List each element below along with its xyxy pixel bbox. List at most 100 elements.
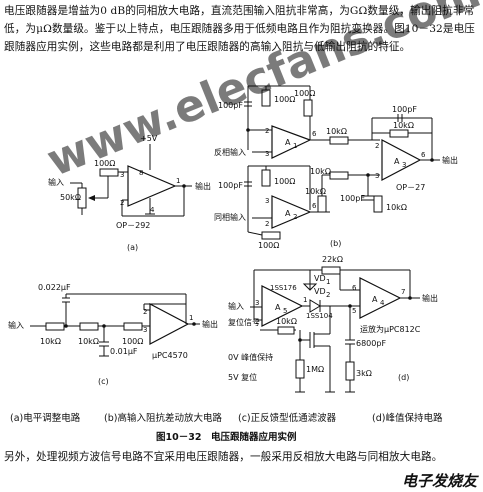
svg-text:VD: VD [314,287,326,296]
svg-text:A: A [285,138,291,147]
circuit-b-opamp-a2 [271,195,312,229]
svg-text:10kΩ: 10kΩ [305,187,326,196]
circuit-a-opamp-model: OP－292 [116,221,150,230]
circuit-a-input-label: 输入 [48,177,64,187]
circuit-a-potentiometer [77,187,87,209]
svg-text:100Ω: 100Ω [122,337,143,346]
svg-text:100pF: 100pF [218,181,243,190]
svg-text:7: 7 [401,288,405,296]
intro-paragraph: 电压跟随器是增益为0 dB的同相放大电路，直流范围输入阻抗非常高，为GΩ数量级，… [4,5,475,53]
circuit-d-hold-label: 0V 峰值保持 [228,352,273,362]
figure-caption: 图10－32 电压跟随器应用实例 [156,431,296,443]
caption-sub-b: (b)高输入阻抗差动放大电路 [104,412,222,424]
circuit-b-noninv-input-label: 同相输入 [214,212,246,222]
svg-text:1SS104: 1SS104 [306,312,333,320]
circuit-d-res-gnd [295,359,305,379]
svg-text:0.01μF: 0.01μF [110,347,138,356]
circuit-d-res-out [345,361,355,381]
svg-text:4: 4 [380,299,385,307]
svg-text:2: 2 [255,318,259,326]
svg-text:4: 4 [150,206,155,214]
svg-text:2: 2 [293,213,297,221]
caption-sub-a: (a)电平调整电路 [10,412,81,424]
svg-text:10kΩ: 10kΩ [393,121,414,130]
svg-text:100pF: 100pF [392,105,417,114]
svg-text:100pF: 100pF [218,101,243,110]
svg-text:3: 3 [265,197,269,205]
circuit-b-res-r8 [317,195,327,213]
circuit-d-output-label: 输出 [422,293,438,303]
svg-text:10kΩ: 10kΩ [276,317,297,326]
svg-text:3: 3 [402,161,406,169]
svg-text:3: 3 [265,150,269,158]
caption-sub-d: (d)峰值保持电路 [372,412,443,424]
circuit-d-res-in [277,326,295,335]
circuit-d-label: (d) [398,373,409,382]
circuit-b-res-r5 [329,136,349,145]
circuit-b-res-r7 [389,129,409,138]
circuit-b-opamp-model: OP－27 [396,183,425,192]
svg-text:6800pF: 6800pF [356,339,386,348]
svg-text:10kΩ: 10kΩ [326,127,347,136]
circuit-c-opamp-model: μPC4570 [152,351,188,360]
circuit-d-opamp-a4 [359,277,402,319]
circuit-a-pot-value: 50kΩ [60,193,81,202]
circuit-b-res-r3 [303,99,313,117]
circuit-c-output-label: 输出 [202,319,218,329]
circuit-b-res-r4 [261,231,281,240]
svg-text:0.022μF: 0.022μF [38,283,71,292]
svg-text:3: 3 [120,171,124,179]
svg-text:100Ω: 100Ω [274,177,295,186]
circuit-b-opamp-a1 [271,125,312,159]
circuit-c-label: (c) [98,377,109,386]
svg-text:100Ω: 100Ω [258,241,279,250]
svg-text:2: 2 [265,127,269,135]
svg-text:3: 3 [255,299,259,307]
circuit-c-res-r3 [123,322,143,331]
svg-text:5: 5 [283,307,287,315]
svg-text:1: 1 [326,278,330,286]
svg-text:10kΩ: 10kΩ [386,203,407,212]
circuit-d-reset5v-label: 5V 复位 [228,372,257,382]
svg-text:A: A [285,209,291,218]
svg-text:10kΩ: 10kΩ [310,167,331,176]
circuit-c-res-r1 [45,322,65,331]
svg-text:100Ω: 100Ω [294,89,315,98]
svg-text:1: 1 [303,296,307,304]
svg-text:VD: VD [314,274,326,283]
svg-text:A: A [394,157,400,166]
circuit-c-opamp-symbol [149,303,190,345]
circuit-d-opamp-note: 运放为μPC812C [360,324,421,334]
svg-text:100pF: 100pF [340,194,365,203]
circuit-a-supply-label: +5V [140,134,158,143]
svg-text:100Ω: 100Ω [274,95,295,104]
circuit-c-lowpass: 输入 10kΩ 0.022μF 10kΩ 0.01μF 100Ω 2 3 1 [8,283,218,386]
circuit-a-opamp-symbol [127,165,177,207]
circuit-b-label: (b) [330,239,341,248]
circuit-d-res-fb [321,266,341,275]
svg-text:A: A [275,303,281,312]
circuit-c-res-r2 [79,322,99,331]
circuit-b-res-r6 [329,171,349,180]
svg-text:6: 6 [312,130,317,138]
circuit-d-reset-label: 复位信号 [228,317,260,327]
circuit-a-resistor [99,168,119,177]
circuit-b-res-r2 [261,169,271,187]
svg-text:1: 1 [176,177,180,185]
circuit-a-label: (a) [127,243,138,252]
svg-text:22kΩ: 22kΩ [322,255,343,264]
circuit-b-diff-amp: 100Ω 100pF A 1 2 3 6 反相输入 100Ω 100pF A 2… [214,85,458,250]
brand-mark: 电子发烧友 [402,472,479,490]
circuit-d-input-label: 输入 [228,301,244,311]
svg-text:1SS176: 1SS176 [270,284,297,292]
circuit-b-opamp-a3 [381,139,422,181]
circuit-b-res-r9 [373,195,383,213]
outro-paragraph: 另外，处理视频方波信号电路不宜采用电压跟随器，一般采用反相放大电路与同相放大电路… [4,451,443,463]
svg-text:1: 1 [189,314,193,322]
svg-text:6: 6 [312,202,317,210]
circuit-c-input-label: 输入 [8,320,24,330]
circuit-a-output-label: 输出 [195,181,211,191]
svg-text:2: 2 [326,291,330,299]
svg-text:2: 2 [375,142,379,150]
